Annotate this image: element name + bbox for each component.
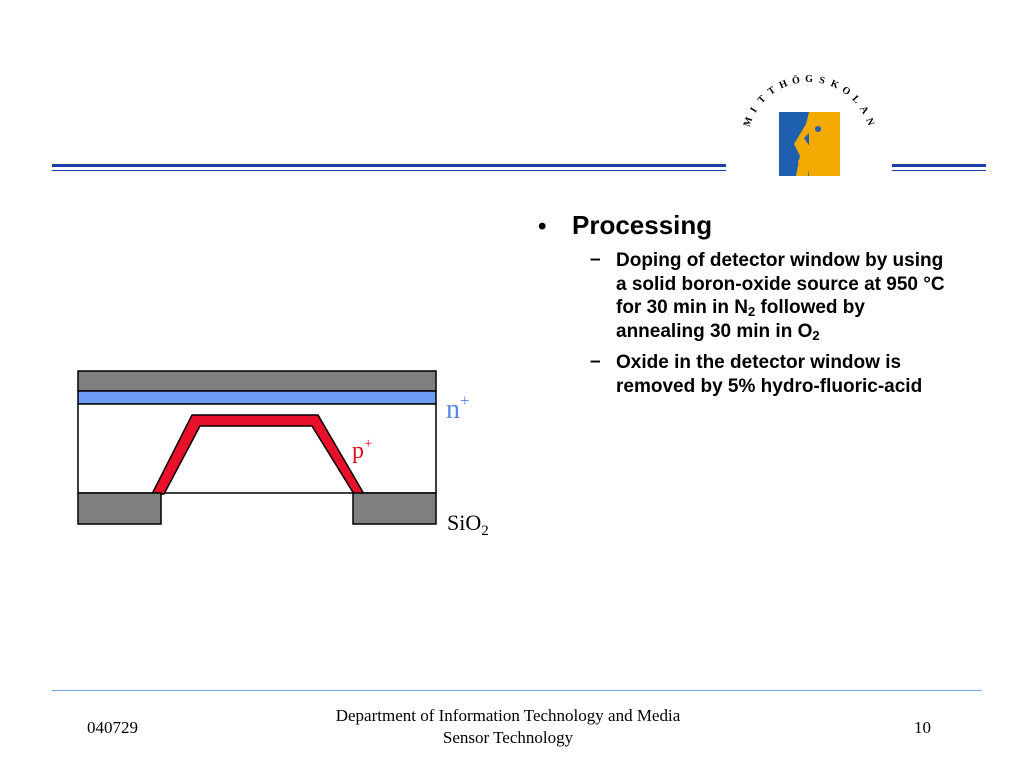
n-plus-layer — [77, 390, 437, 405]
sio2-label: SiO2 — [447, 510, 489, 539]
sub-bullet-marker: – — [590, 351, 601, 372]
bullet-processing: • Processing — [538, 210, 958, 241]
bullet-marker: • — [538, 213, 547, 240]
header-rule-left — [52, 164, 726, 167]
logo-letter: O — [840, 84, 853, 98]
bullet-heading: Processing — [572, 210, 713, 240]
logo-letter: L — [850, 94, 863, 107]
logo-letter: H — [778, 78, 790, 91]
sub-bullet-text: Oxide in the detector window is removed … — [616, 352, 923, 397]
logo-letter: T — [756, 93, 769, 106]
logo-letter: N — [863, 117, 876, 128]
page-number: 10 — [914, 718, 931, 737]
header-rule-left-thin — [52, 170, 726, 171]
footer-course: Sensor Technology — [442, 728, 574, 747]
header-rule-right — [892, 164, 986, 167]
footer-date: 040729 — [87, 718, 138, 737]
sub-bullet-text: Doping of detector window by using a sol… — [616, 250, 945, 343]
sub-bullet-oxide: – Oxide in the detector window is remove… — [590, 351, 958, 398]
logo-letter: M — [742, 115, 755, 128]
content-bullets: • Processing – Doping of detector window… — [538, 210, 958, 398]
n-plus-label: n+ — [446, 391, 470, 425]
logo-letter: I — [748, 106, 759, 115]
logo-letter: S — [818, 75, 826, 87]
logo-letter: Ö — [791, 73, 801, 87]
header-rule-right-thin — [892, 170, 986, 171]
sio2-pad-right — [352, 492, 437, 525]
logo-letter: K — [829, 78, 841, 91]
sub-bullet-doping: – Doping of detector window by using a s… — [590, 249, 958, 343]
sio2-pad-left — [77, 492, 162, 525]
footer-rule — [52, 690, 982, 691]
footer-department: Department of Information Technology and… — [335, 706, 681, 725]
p-plus-label: p+ — [352, 436, 372, 464]
logo-letter: G — [805, 74, 813, 85]
detector-cross-section-diagram: n+ p+ SiO2 — [70, 362, 530, 552]
sub-bullet-marker: – — [590, 249, 601, 270]
top-oxide-layer — [77, 370, 437, 392]
footer-center: Department of Information Technology and… — [280, 705, 736, 749]
logo-letter: A — [857, 104, 871, 117]
logo-letter: T — [766, 85, 778, 98]
